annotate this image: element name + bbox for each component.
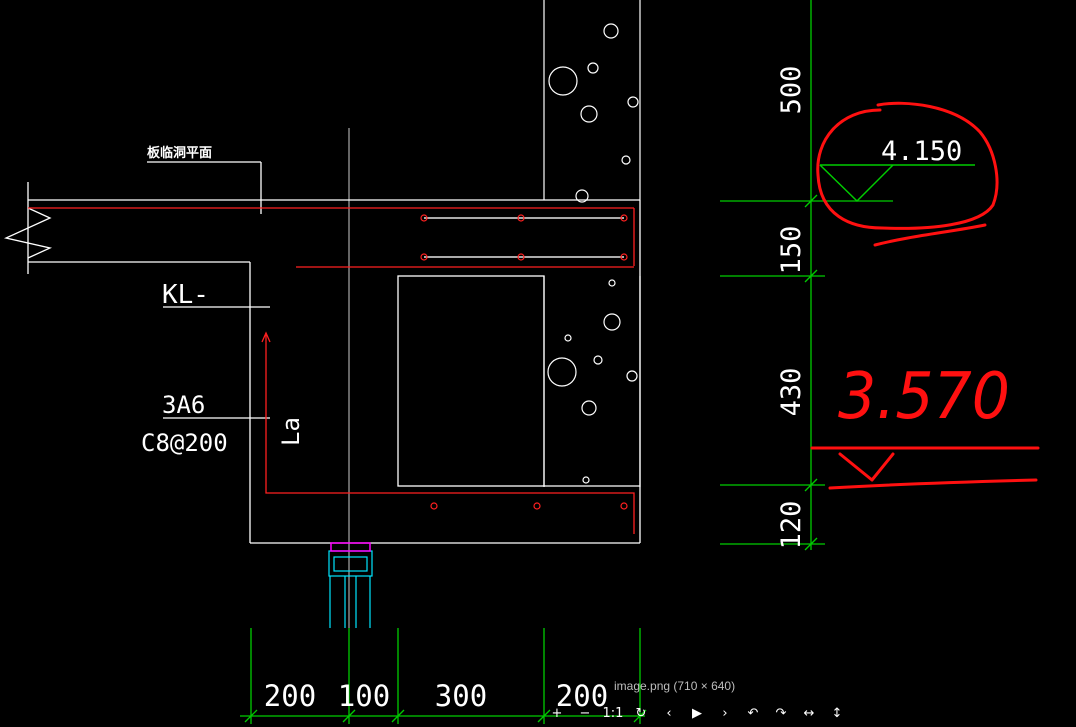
vertical-dimension-text: 430 [776,368,807,417]
flip-vertical-icon[interactable]: ↕ [831,705,843,721]
anchor-label: La [277,417,305,446]
handwritten-markup [810,101,1040,490]
rebar [28,207,635,534]
horizontal-dimension-text: 100 [338,679,390,713]
prev-icon[interactable]: ‹ [666,705,672,721]
elevation-handwritten-label: 3.570 [838,360,1010,434]
rebar-dots [420,214,628,510]
horizontal-dimension-text: 200 [264,679,316,713]
plane-note: 板临洞平面 [147,145,212,161]
image-caption: image.png (710 × 640) [614,679,736,693]
play-icon[interactable]: ▶ [692,705,702,721]
flip-horizontal-icon[interactable]: ↔ [803,705,815,721]
reset-icon[interactable]: ↻ [635,705,647,721]
beam-label: KL- [162,280,209,310]
actual-size-icon[interactable]: 1:1 [602,705,624,721]
vertical-dimension-texts: 500 150 430 120 [776,66,807,550]
rebar-stirrup-label: C8@200 [141,429,228,457]
concrete-wall [543,0,641,487]
next-icon[interactable]: › [722,705,728,721]
horizontal-dimension-text: 200 [556,679,608,713]
beam-outline [3,161,641,544]
vertical-dimension-text: 150 [776,226,807,275]
zoom-in-icon[interactable]: + [551,705,563,721]
rotate-left-icon[interactable]: ↶ [747,705,759,721]
elevation-symbol [819,164,975,203]
horizontal-dimension-texts: 200 100 300 200 [264,679,608,713]
vertical-dimension-text: 500 [776,66,807,115]
zoom-out-icon[interactable]: − [579,705,591,721]
elevation-top-label: 4.150 [881,136,962,167]
horizontal-dimension-text: 300 [435,679,487,713]
vertical-dimension-text: 120 [776,501,807,550]
image-viewer-toolbar: +−1:1 ↻ ‹ ▶ › ↶ ↷ ↔ ↕ [543,703,851,723]
horizontal-dimension-line [240,628,647,724]
vertical-dimension-line [720,0,893,551]
rotate-right-icon[interactable]: ↷ [775,705,787,721]
window-frame [328,550,373,628]
rebar-bars [424,217,624,258]
window-seal [330,542,371,552]
rebar-top-label: 3A6 [162,391,205,419]
